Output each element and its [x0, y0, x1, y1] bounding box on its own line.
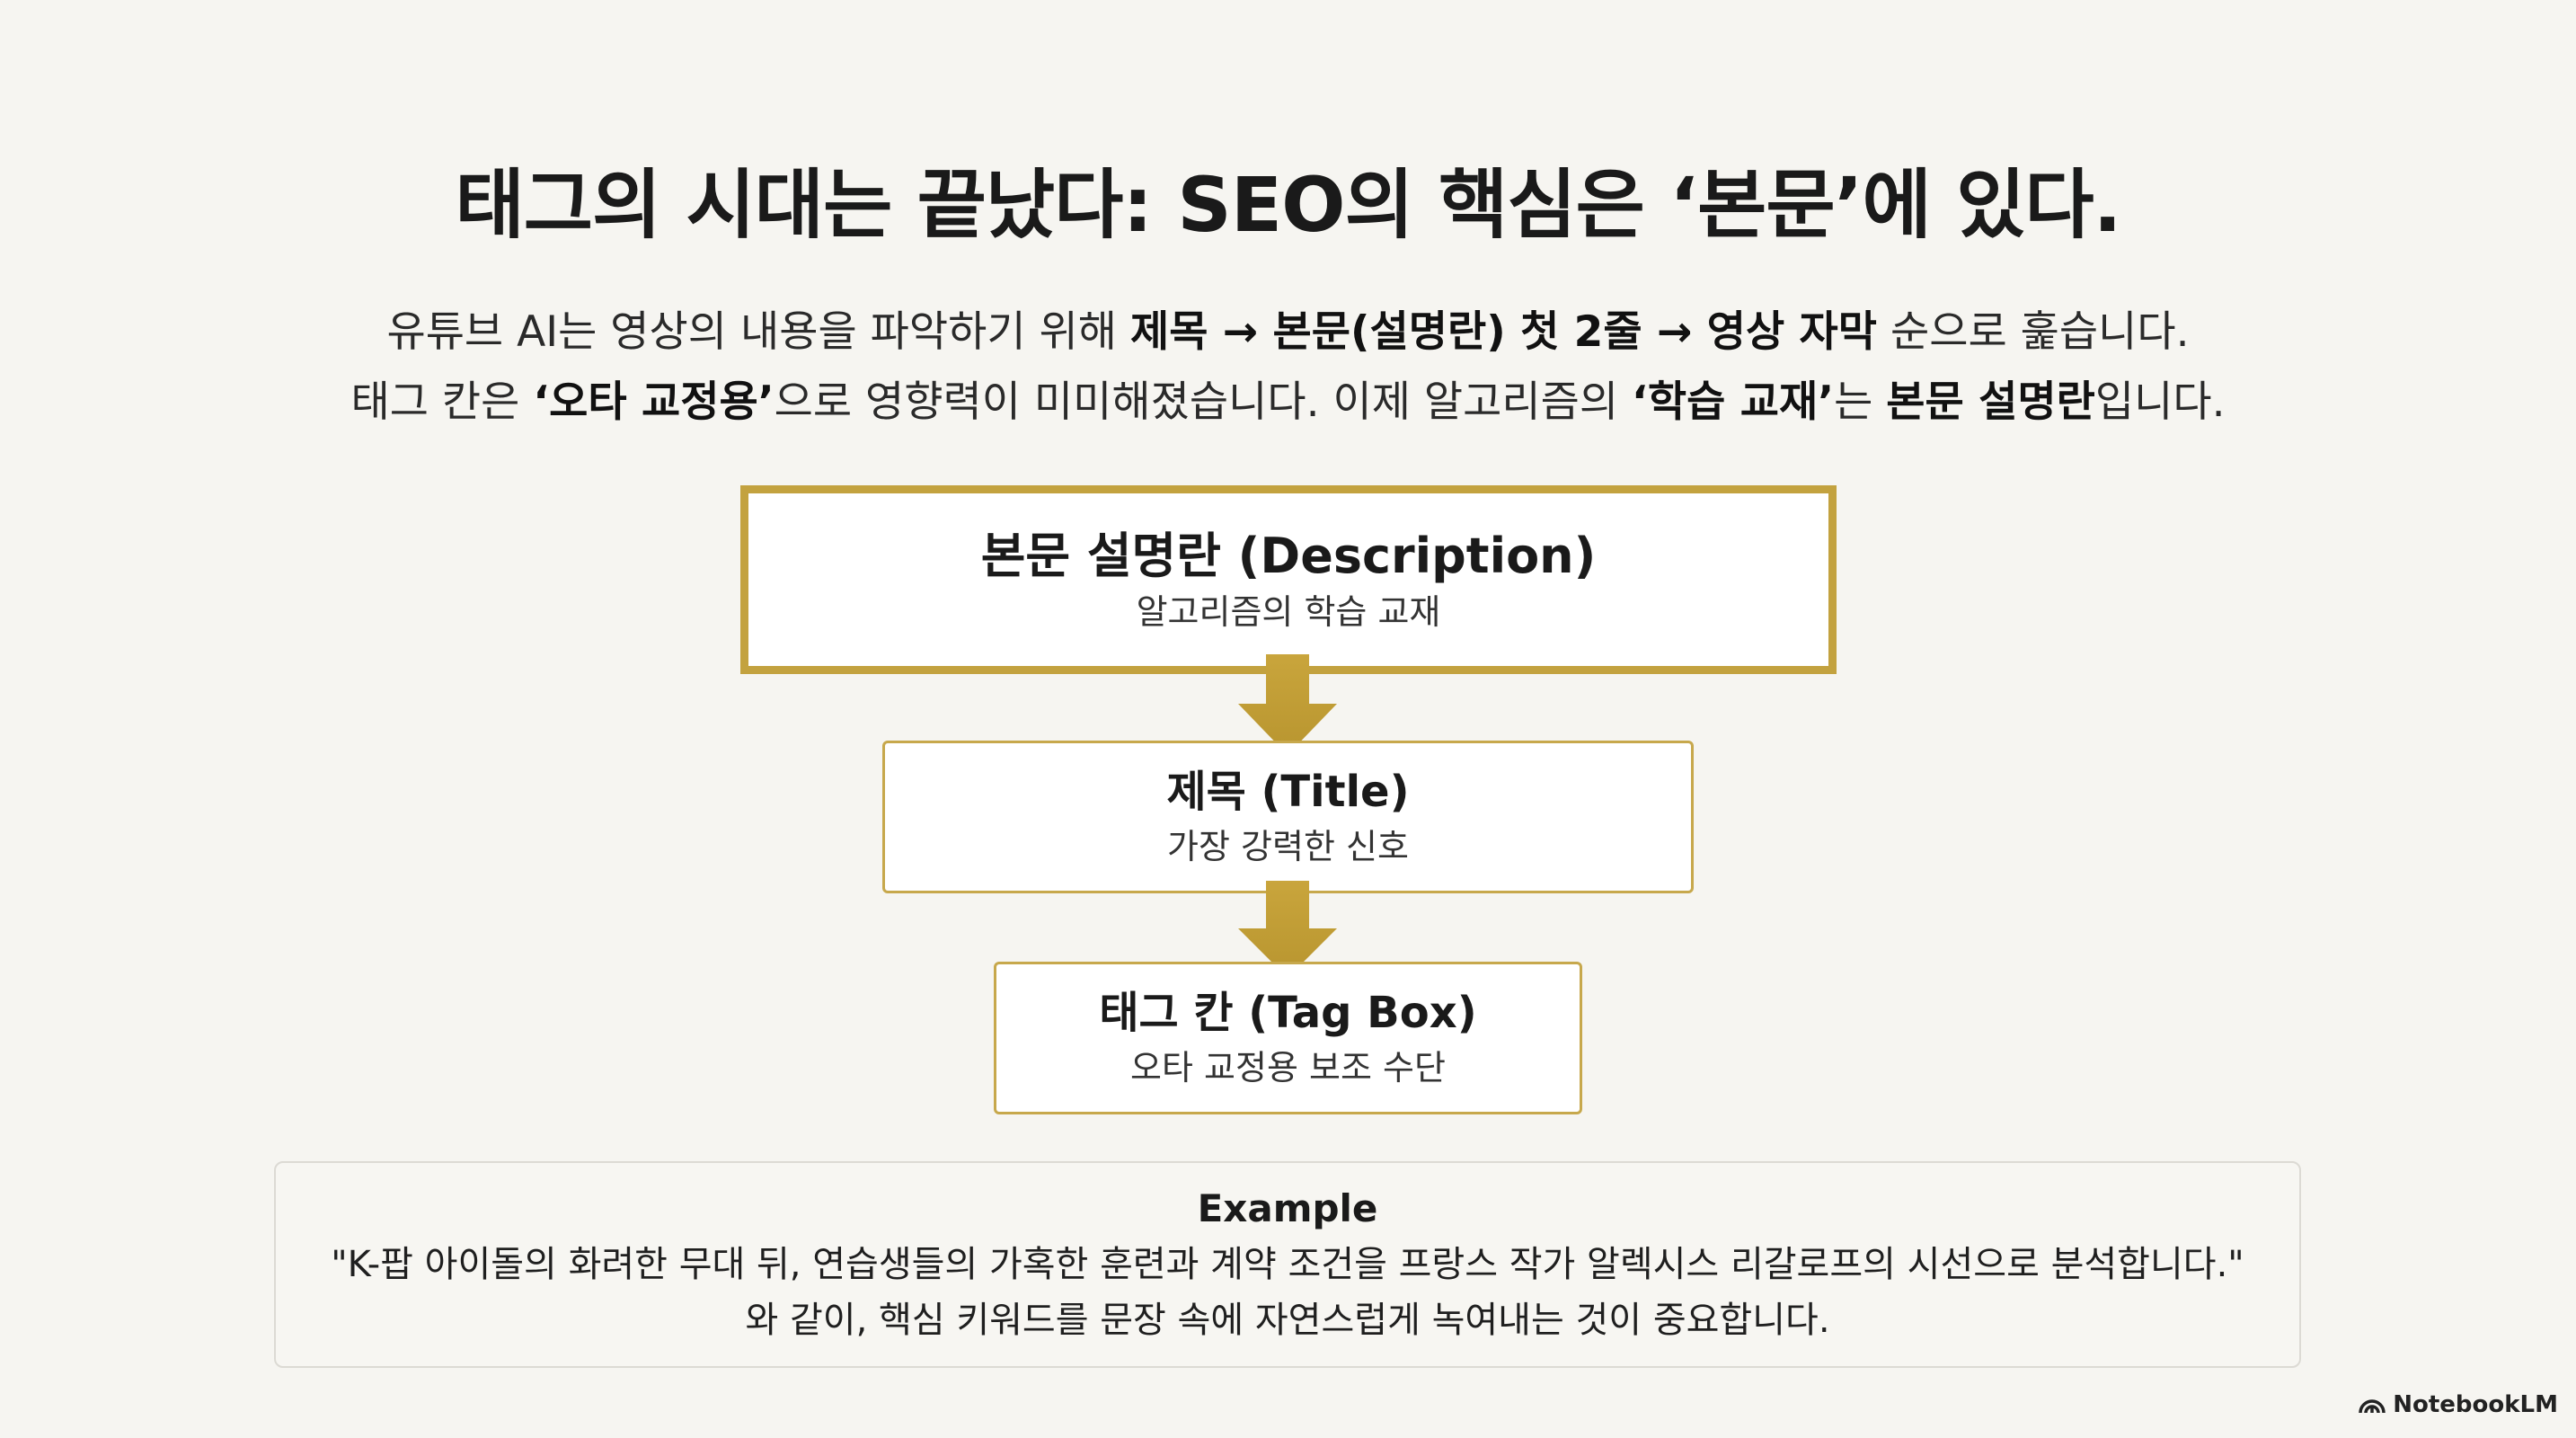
slide-title: 태그의 시대는 끝났다: SEO의 핵심은 ‘본문’에 있다.: [455, 161, 2121, 249]
title-box-subtitle: 가장 강력한 신호: [1167, 827, 1409, 866]
tag-box: 태그 칸 (Tag Box) 오타 교정용 보조 수단: [994, 962, 1582, 1114]
body-text: 는: [1834, 377, 1887, 427]
emphasis-text: ‘오타 교정용’: [533, 377, 775, 427]
example-box: Example "K-팝 아이돌의 화려한 무대 뒤, 연습생들의 가혹한 훈련…: [274, 1161, 2301, 1368]
example-heading: Example: [1197, 1186, 1378, 1230]
emphasis-text: ‘학습 교재’: [1632, 377, 1835, 427]
tag-box-subtitle: 오타 교정용 보조 수단: [1130, 1048, 1446, 1087]
brand-label: NotebookLM: [2393, 1391, 2558, 1418]
title-box: 제목 (Title) 가장 강력한 신호: [882, 741, 1694, 893]
example-quote: "K-팝 아이돌의 화려한 무대 뒤, 연습생들의 가혹한 훈련과 계약 조건을…: [331, 1244, 2244, 1285]
body-text: 순으로 훑습니다.: [1877, 307, 2190, 357]
down-arrow-icon: [1238, 881, 1337, 978]
description-box: 본문 설명란 (Description) 알고리즘의 학습 교재: [740, 485, 1837, 674]
body-text: 태그 칸은: [350, 377, 534, 427]
subtitle-line-1: 유튜브 AI는 영상의 내용을 파악하기 위해 제목 → 본문(설명란) 첫 2…: [0, 298, 2576, 367]
body-text: 으로 영향력이 미미해졌습니다. 이제 알고리즘의: [774, 377, 1633, 427]
emphasis-text: 본문 설명란: [1886, 377, 2095, 427]
body-text: 입니다.: [2094, 377, 2226, 427]
description-box-subtitle: 알고리즘의 학습 교재: [1136, 592, 1441, 632]
description-box-title: 본문 설명란 (Description): [980, 528, 1597, 584]
down-arrow-icon: [1238, 654, 1337, 755]
title-box-title: 제목 (Title): [1166, 767, 1410, 817]
example-explanation: 와 같이, 핵심 키워드를 문장 속에 자연스럽게 녹여내는 것이 중요합니다.: [745, 1300, 1830, 1341]
notebooklm-brand: NotebookLM: [2359, 1391, 2558, 1418]
emphasis-text: 제목 → 본문(설명란) 첫 2줄 → 영상 자막: [1129, 307, 1878, 357]
subtitle-line-2: 태그 칸은 ‘오타 교정용’으로 영향력이 미미해졌습니다. 이제 알고리즘의 …: [0, 368, 2576, 437]
body-text: 유튜브 AI는 영상의 내용을 파악하기 위해: [386, 307, 1130, 357]
notebooklm-logo-icon: [2359, 1399, 2386, 1414]
tag-box-title: 태그 칸 (Tag Box): [1099, 988, 1477, 1038]
